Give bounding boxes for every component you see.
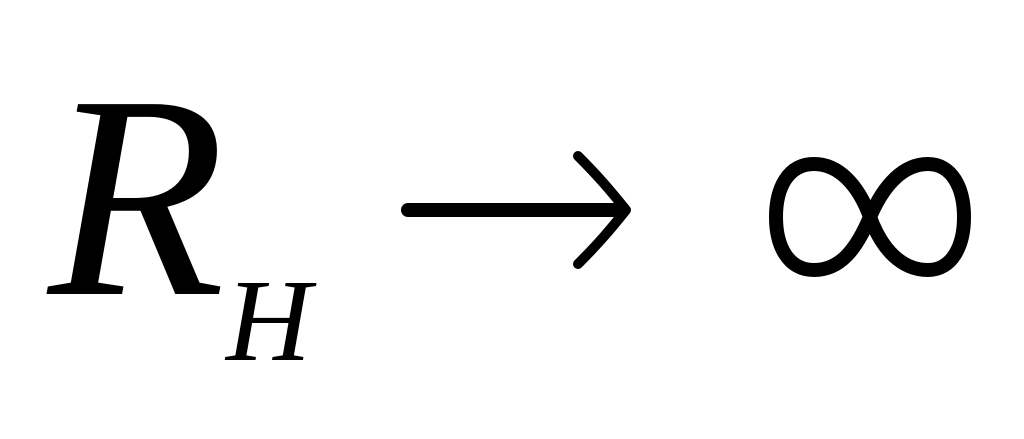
infinity-icon	[769, 157, 971, 277]
subscript-h: H	[226, 255, 312, 386]
right-arrow-icon	[401, 151, 631, 269]
variable-r: R	[48, 36, 226, 357]
